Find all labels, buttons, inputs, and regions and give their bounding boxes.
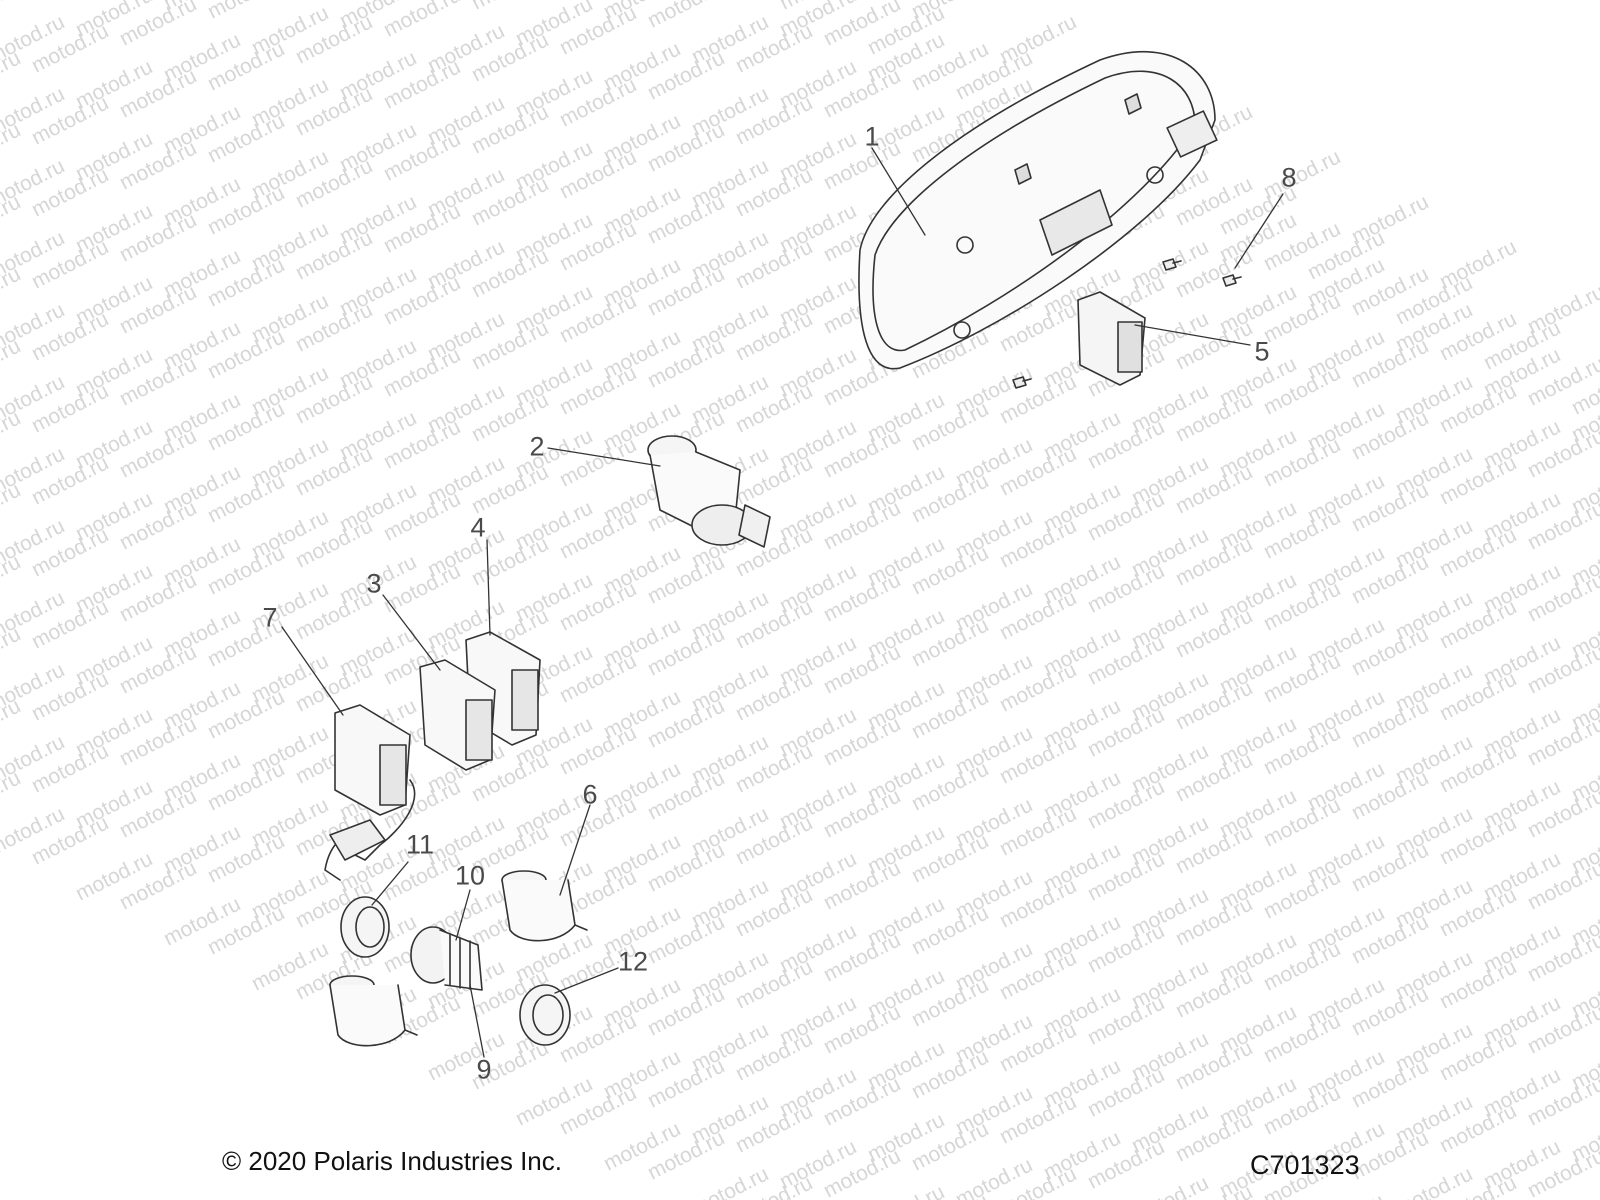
callout-9: 9: [476, 1054, 492, 1085]
leader-lines: [281, 147, 1284, 1058]
screw-parts: [1012, 258, 1242, 389]
instrument-cluster: [858, 50, 1218, 370]
ignition-switch: [647, 435, 771, 548]
diagram-code: C701323: [1250, 1150, 1360, 1180]
callout-12: 12: [617, 946, 649, 977]
callout-3: 3: [366, 568, 382, 599]
callout-10: 10: [454, 860, 486, 891]
callout-8: 8: [1281, 162, 1297, 193]
nut-12: [519, 984, 571, 1046]
callout-6: 6: [582, 779, 598, 810]
callout-11: 11: [405, 829, 435, 860]
callout-4: 4: [470, 512, 486, 543]
copyright-text: © 2020 Polaris Industries Inc.: [222, 1146, 562, 1176]
callout-5: 5: [1254, 336, 1270, 367]
callout-1: 1: [864, 121, 880, 152]
callout-2: 2: [529, 431, 545, 462]
callout-7: 7: [262, 602, 278, 633]
switch-5: [1077, 291, 1146, 386]
power-sockets: [329, 870, 588, 1047]
rocker-switches: [324, 631, 541, 881]
retaining-ring-11: [340, 896, 390, 958]
threaded-socket: [410, 926, 483, 991]
